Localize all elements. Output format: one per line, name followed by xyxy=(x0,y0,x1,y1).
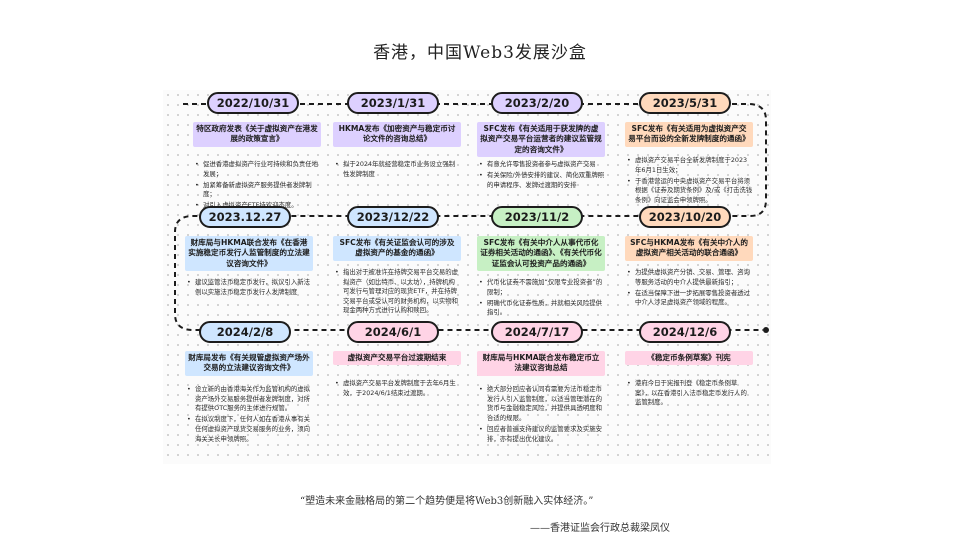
bullet: 港府今日于宪报刊登《稳定币条例草案》，以在香港引入法币稳定币发行人的监管制度。 xyxy=(627,379,753,408)
event-headline: 财库局发布《有关规管虚拟资产场外交易的立法建议咨询文件》 xyxy=(185,351,313,376)
event-date: 2023/11/2 xyxy=(491,206,583,228)
event-headline: HKMA发布《加密资产与稳定币讨论文件的咨询总结》 xyxy=(333,122,461,147)
bullet: 指出对于被准许在持牌交易平台交易的虚拟资产（如比特币、以太坊），持牌机构可发行与… xyxy=(335,268,461,316)
bullet: 虚拟资产交易平台发牌制度于去年6月生效，于2024/6/1结束过渡期。 xyxy=(335,379,461,398)
event-date: 2024/6/1 xyxy=(347,321,439,343)
bullet: 有意允许零售投资者参与虚拟资产交易 xyxy=(479,160,605,170)
event-bullets: 为提供虚拟资产分销、交易、管理、咨询等服务活动的中介人提供最新指引； 在适当保障… xyxy=(625,268,753,309)
event-bullets: 设立新的由香港海关作为监管机构的虚拟资产场外交易服务提供者发牌制度，对所有提供O… xyxy=(185,385,313,446)
event-headline: 虚拟资产交易平台过渡期结束 xyxy=(333,351,461,366)
event-bullets: 虚拟资产交易平台发牌制度于去年6月生效，于2024/6/1结束过渡期。 xyxy=(333,379,461,400)
event-headline: SFC与HKMA发布《有关中介人的虚拟资产相关活动的联合通函》 xyxy=(625,236,753,261)
bullet: 拟于2024年就经营稳定币业务设立强制性发牌制度 xyxy=(335,160,461,179)
quote-attribution: ——香港证监会行政总裁梁凤仪 xyxy=(530,523,670,534)
event-date: 2023/1/31 xyxy=(347,92,439,114)
page-title: 香港，中国Web3发展沙盒 xyxy=(373,43,587,63)
event-bullets: 促进香港虚拟资产行业可持续和负责任地发展； 加紧筹备新虚拟资产服务提供者发牌制度… xyxy=(193,160,321,213)
bullet: 代币化证券不需施加“仅限专业投资者”的限制； xyxy=(479,278,605,297)
event-date: 2022/10/31 xyxy=(207,92,299,114)
bullet: 加紧筹备新虚拟资产服务提供者发牌制度； xyxy=(195,181,321,200)
event-headline: 《稳定币条例草案》刊宪 xyxy=(625,351,753,366)
event-bullets: 虚拟资产交易平台全新发牌制度于2023年6月1日生效； 于香港营运的中央虚拟资产… xyxy=(625,156,753,207)
event-date: 2023/12/22 xyxy=(347,206,439,228)
event-bullets: 建议监管法币稳定币发行，拟议引入新法例以实施法币稳定币发行人发牌制度 xyxy=(185,278,313,299)
timeline-path xyxy=(174,103,769,333)
bullet: 在适当保障下进一步拓展零售投资者透过中介人涉足虚拟资产领域的程度。 xyxy=(627,289,753,308)
bullet: 于香港营运的中央虚拟资产交易平台将须根据《证券及期货条例》及/或《打击洗钱条例》… xyxy=(627,177,753,206)
event-headline: SFC发布《有关适用于获发牌的虚拟资产交易平台运营者的建议监管规定的咨询文件》 xyxy=(477,122,605,157)
bullet: 绝大部分回应者认同有需要为法币稳定币发行人引入监管制度，以适当管理潜在的货币与金… xyxy=(479,385,605,423)
bullet: 建议监管法币稳定币发行，拟议引入新法例以实施法币稳定币发行人发牌制度 xyxy=(187,278,313,297)
bullet: 设立新的由香港海关作为监管机构的虚拟资产场外交易服务提供者发牌制度，对所有提供O… xyxy=(187,385,313,414)
bullet: 在拟议制度下，任何人如在香港从事有关任何虚拟资产现货交易服务的业务，须向海关关长… xyxy=(187,415,313,444)
event-date: 2023/5/31 xyxy=(639,92,731,114)
event-date: 2023.12.27 xyxy=(199,206,291,228)
event-bullets: 有意允许零售投资者参与虚拟资产交易 有关保险/外债安排的建议、简化双重牌照的申请… xyxy=(477,160,605,192)
bullet: 对引入虚拟资产ETF持欢迎态度。 xyxy=(195,201,321,211)
event-headline: SFC发布《有关适用为虚拟资产交易平台而设的全新发牌制度的通函》 xyxy=(625,122,753,147)
event-headline: 财库局与HKMA联合发布稳定币立法建议咨询总结 xyxy=(477,351,605,376)
quote-text: “塑造未来金融格局的第二个趋势便是将Web3创新融入实体经济。” xyxy=(300,496,594,507)
bullet: 有关保险/外债安排的建议、简化双重牌照的申请程序、发牌过渡期的安排 xyxy=(479,171,605,190)
event-bullets: 指出对于被准许在持牌交易平台交易的虚拟资产（如比特币、以太坊），持牌机构可发行与… xyxy=(333,268,461,318)
event-date: 2023/10/20 xyxy=(639,206,731,228)
event-bullets: 绝大部分回应者认同有需要为法币稳定币发行人引入监管制度，以适当管理潜在的货币与金… xyxy=(477,385,605,446)
event-date: 2024/2/8 xyxy=(199,321,291,343)
bullet: 促进香港虚拟资产行业可持续和负责任地发展； xyxy=(195,160,321,179)
event-headline: 财库局与HKMA联合发布《在香港实施稳定币发行人监管制度的立法建议咨询文件》 xyxy=(185,236,313,271)
event-bullets: 港府今日于宪报刊登《稳定币条例草案》，以在香港引入法币稳定币发行人的监管制度。 xyxy=(625,379,753,409)
event-headline: 特区政府发表《关于虚拟资产在港发展的政策宣言》 xyxy=(193,122,321,147)
event-headline: SFC发布《有关证监会认可的涉及虚拟资产的基金的通函》 xyxy=(333,236,461,261)
event-bullets: 代币化证券不需施加“仅限专业投资者”的限制； 明确代币化证券性质，并就相关风险提… xyxy=(477,278,605,319)
bullet: 为提供虚拟资产分销、交易、管理、咨询等服务活动的中介人提供最新指引； xyxy=(627,268,753,287)
event-date: 2024/7/17 xyxy=(491,321,583,343)
bullet: 虚拟资产交易平台全新发牌制度于2023年6月1日生效； xyxy=(627,156,753,175)
event-date: 2024/12/6 xyxy=(639,321,731,343)
event-date: 2023/2/20 xyxy=(491,92,583,114)
event-headline: SFC发布《有关中介人从事代币化证券相关活动的通函》、《有关代币化证监会认可投资… xyxy=(477,236,605,271)
timeline-board: 2022/10/31 特区政府发表《关于虚拟资产在港发展的政策宣言》 促进香港虚… xyxy=(163,90,771,464)
bullet: 明确代币化证券性质，并就相关风险提供指引。 xyxy=(479,299,605,318)
event-bullets: 拟于2024年就经营稳定币业务设立强制性发牌制度 xyxy=(333,160,461,181)
bullet: 回应者普遍支持建议的监管要求及实施安排，亦有提出优化建议。 xyxy=(479,425,605,444)
